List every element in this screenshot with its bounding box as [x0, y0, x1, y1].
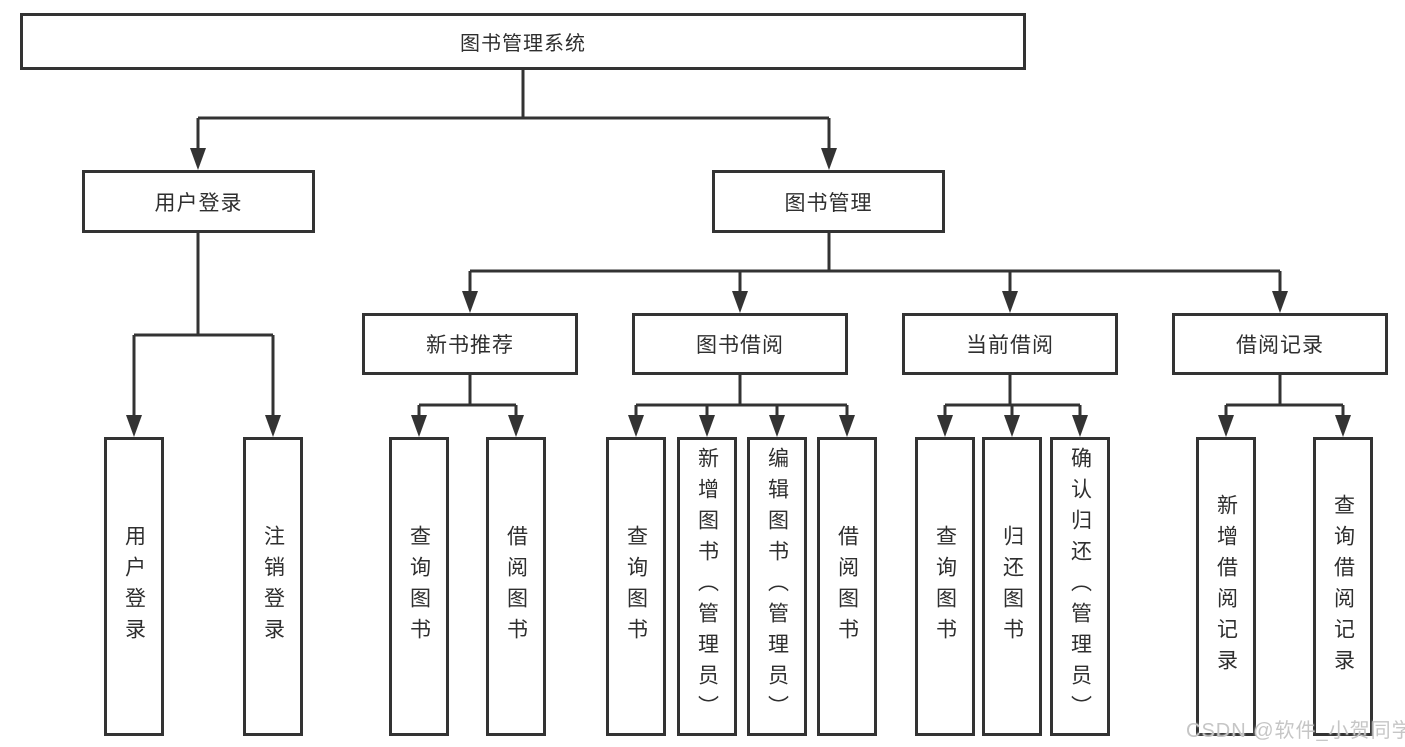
node-leaf-user-login: 用户登录	[104, 437, 164, 736]
watermark: CSDN @软件_小贺同学	[1186, 720, 1405, 742]
node-leaf-borrow-books: 借阅图书	[486, 437, 546, 736]
node-borrowing-records: 借阅记录	[1172, 313, 1388, 375]
node-leaf-query-books-3: 查询图书	[915, 437, 975, 736]
node-book-borrowing: 图书借阅	[632, 313, 848, 375]
node-library-management-system: 图书管理系统	[20, 13, 1026, 70]
node-leaf-confirm-return-admin: 确认归还（管理员）	[1050, 437, 1110, 736]
node-leaf-borrow-books-2: 借阅图书	[817, 437, 877, 736]
node-user-login: 用户登录	[82, 170, 315, 233]
node-new-book-recommend: 新书推荐	[362, 313, 578, 375]
node-leaf-add-books-admin: 新增图书（管理员）	[677, 437, 737, 736]
node-current-borrowing: 当前借阅	[902, 313, 1118, 375]
node-leaf-return-books: 归还图书	[982, 437, 1042, 736]
node-leaf-query-books: 查询图书	[389, 437, 449, 736]
arrowhead-icons	[126, 148, 1351, 437]
node-leaf-add-borrow-record: 新增借阅记录	[1196, 437, 1256, 736]
node-leaf-edit-books-admin: 编辑图书（管理员）	[747, 437, 807, 736]
node-leaf-query-books-2: 查询图书	[606, 437, 666, 736]
node-leaf-query-borrow-record: 查询借阅记录	[1313, 437, 1373, 736]
node-book-management: 图书管理	[712, 170, 945, 233]
node-leaf-logout: 注销登录	[243, 437, 303, 736]
